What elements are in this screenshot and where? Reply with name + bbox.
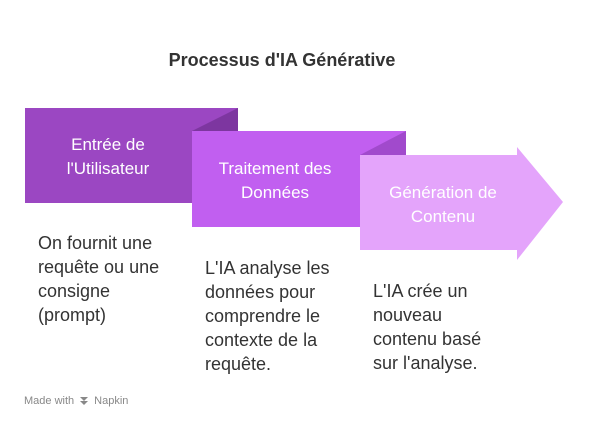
napkin-logo-icon bbox=[80, 397, 89, 405]
step-2-label-line2: Données bbox=[240, 183, 310, 202]
step-2-label-line1: Traitement des bbox=[218, 159, 332, 178]
step-2-desc-line: comprendre le bbox=[205, 306, 321, 326]
step-3-arrow bbox=[360, 147, 563, 260]
step-1-label: Entrée de l'Utilisateur bbox=[25, 133, 191, 181]
step-1-desc-line: On fournit une bbox=[38, 233, 153, 253]
step-3-label-line1: Génération de bbox=[389, 183, 497, 202]
step-2-desc-line: données pour bbox=[205, 282, 316, 302]
step-3-desc-line: contenu basé bbox=[373, 329, 482, 349]
step-3-desc-line: nouveau bbox=[373, 305, 443, 325]
step-2-desc-line: requête. bbox=[205, 354, 272, 374]
step-2-description: L'IA analyse les données pour comprendre… bbox=[205, 256, 330, 376]
step-3-label-line2: Contenu bbox=[410, 207, 476, 226]
step-3-description: L'IA crée un nouveau contenu basé sur l'… bbox=[373, 279, 481, 375]
step-1-desc-line: consigne bbox=[38, 281, 111, 301]
step-1-block bbox=[25, 108, 238, 203]
made-with-napkin[interactable]: Made with Napkin bbox=[24, 395, 128, 407]
step-3-label: Génération de Contenu bbox=[360, 181, 526, 229]
step-2-fold bbox=[360, 131, 406, 155]
step-1-description: On fournit une requête ou une consigne (… bbox=[38, 231, 159, 327]
step-1-desc-line: (prompt) bbox=[38, 305, 107, 325]
step-2-block bbox=[192, 131, 406, 227]
step-1-fold bbox=[192, 108, 238, 131]
made-with-text: Made with bbox=[24, 395, 75, 407]
step-1-desc-line: requête ou une bbox=[38, 257, 160, 277]
step-2-label: Traitement des Données bbox=[192, 157, 358, 205]
step-1-label-line2: l'Utilisateur bbox=[66, 159, 150, 178]
step-3-desc-line: L'IA crée un bbox=[373, 281, 468, 301]
step-2-desc-line: L'IA analyse les bbox=[205, 258, 330, 278]
step-3-desc-line: sur l'analyse. bbox=[373, 353, 478, 373]
diagram-title: Processus d'IA Générative bbox=[168, 50, 396, 70]
step-2-desc-line: contexte de la bbox=[205, 330, 318, 350]
step-1-label-line1: Entrée de bbox=[71, 135, 145, 154]
napkin-brand-text: Napkin bbox=[94, 395, 129, 407]
